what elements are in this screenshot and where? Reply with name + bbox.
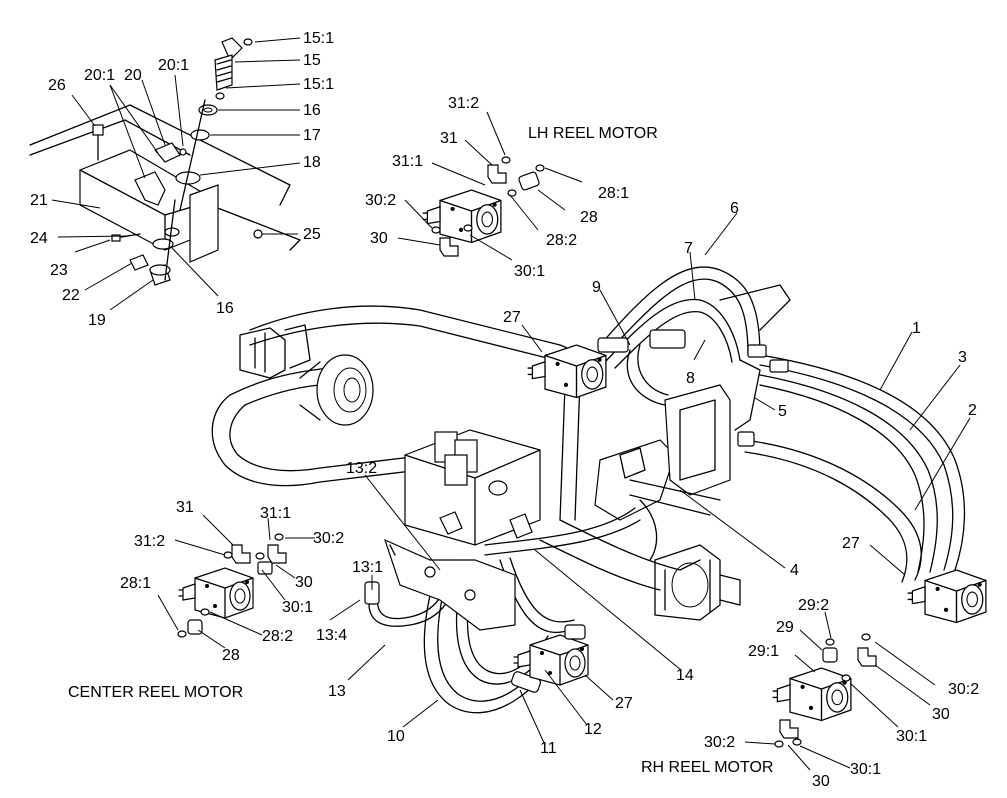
callout: 16 [303,102,321,119]
callout: 31 [176,499,194,516]
callout: 8 [686,370,695,387]
callout: 27 [503,309,521,326]
callout: 31 [440,130,458,147]
callout: 30:1 [282,599,313,616]
callout: 13 [328,683,346,700]
callout: 15 [303,52,321,69]
callout-labels: 15:1 15 15:1 16 17 18 26 20:1 20 20:1 21… [30,30,979,790]
rh-reel-motor-exploded [772,633,877,748]
callout: 28:2 [546,232,577,249]
callout: 9 [592,279,601,296]
callout: 29:1 [748,643,779,660]
hose-9-and-5 [626,329,761,431]
callout: 30:2 [948,681,979,698]
callout: 18 [303,154,321,171]
callout: 30:2 [704,734,735,751]
carrier-bracket [594,384,731,561]
callout: 15:1 [303,76,334,93]
callout: 31:1 [260,505,291,522]
callout: 30:1 [850,761,881,778]
callout: 3 [958,349,967,366]
callout: 22 [62,287,80,304]
callout: 28:1 [120,575,151,592]
callout: 20:1 [158,57,189,74]
callout: 16 [216,300,234,317]
callout: 21 [30,192,48,209]
callout: 10 [387,728,405,745]
callout: 29 [776,619,794,636]
callout: 30:1 [514,263,545,280]
callout: 17 [303,127,321,144]
callout: 15:1 [303,30,334,47]
callout: 20 [124,67,142,84]
callout: 25 [303,226,321,243]
callout: 28 [222,647,240,664]
callout: 24 [30,230,48,247]
callout: 30 [295,574,313,591]
callout: 12 [584,721,602,738]
callout: 29:2 [798,597,829,614]
lh-reel-motor-title: LH REEL MOTOR [528,125,658,142]
callout: 28:2 [262,628,293,645]
callout: 31:2 [134,533,165,550]
callout: 6 [730,200,739,217]
callout: 7 [684,240,693,257]
callout: 20:1 [84,67,115,84]
carrier-frame [211,305,741,621]
callout: 26 [48,77,66,94]
callout: 4 [790,562,799,579]
leader-lines [51,37,971,771]
callout: 19 [88,312,106,329]
callout: 13:1 [352,559,383,576]
callout: 27 [842,535,860,552]
valve-manifold [404,429,541,546]
callout: 1 [912,320,921,337]
center-reel-motor-installed [513,624,589,686]
callout: 30 [932,706,950,723]
rh-reel-motor-title: RH REEL MOTOR [641,759,773,776]
callout: 5 [778,403,787,420]
callout: 27 [615,695,633,712]
center-reel-motor-title: CENTER REEL MOTOR [68,684,243,701]
bracket-detail [29,37,301,286]
callout: 13:4 [316,627,347,644]
callout: 30 [812,773,830,790]
callout: 28:1 [598,185,629,202]
callout: 28 [580,209,598,226]
callout: 14 [676,667,694,684]
callout: 30:1 [896,728,927,745]
callout: 2 [968,402,977,419]
callout: 31:2 [448,95,479,112]
callout: 13:2 [346,460,377,477]
lh-reel-motor-exploded [422,156,545,257]
hose-bundle-rh [599,266,966,583]
callout: 11 [540,740,557,757]
callout: 31:1 [392,153,423,170]
callout: 30:2 [313,530,344,547]
callout: 30:2 [365,192,396,209]
rh-reel-motor-installed [907,569,987,624]
callout: 23 [50,262,68,279]
callout: 30 [370,230,388,247]
lh-reel-motor-installed [527,337,629,399]
